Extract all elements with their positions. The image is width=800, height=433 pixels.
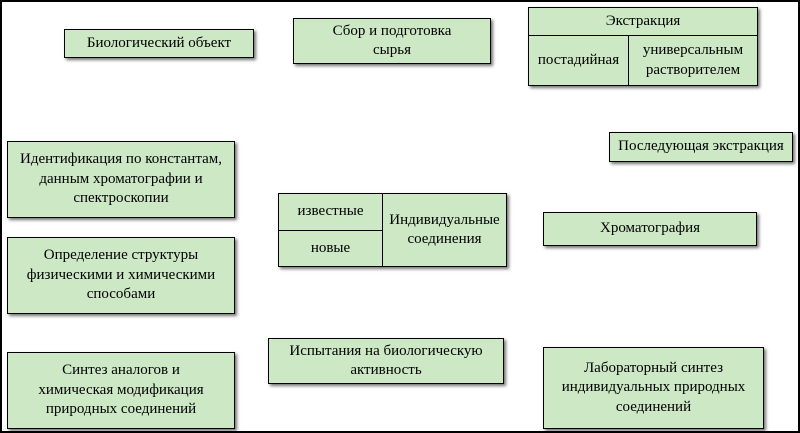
- box-bioactivity-testing: Испытания на биологическую активность: [268, 338, 504, 384]
- box-chromatography: Хроматография: [543, 212, 757, 246]
- box-individual-compounds: Индивидуальные соединения: [389, 211, 500, 248]
- box-universal-solvent: универсальным растворителем: [642, 42, 744, 78]
- box-known-compounds: известные: [279, 194, 382, 231]
- box-extraction-group: Экстракция постадийная универсальным рас…: [528, 7, 758, 86]
- box-identification: Идентификация по константам, данным хром…: [7, 141, 235, 218]
- box-lab-synthesis: Лабораторный синтез индивидуальных приро…: [543, 347, 764, 429]
- box-compounds-group: известные новые Индивидуальные соединени…: [278, 193, 507, 267]
- box-structure-determination: Определение структуры физическими и хими…: [7, 237, 235, 314]
- box-new-compounds: новые: [310, 239, 351, 256]
- box-subsequent-extraction: Последующая экстракция: [609, 132, 793, 162]
- box-biological-object: Биологический объект: [64, 29, 254, 58]
- box-stagewise: постадийная: [529, 36, 629, 85]
- box-raw-material-collection: Сбор и подготовка сырья: [293, 18, 491, 64]
- box-extraction: Экстракция: [529, 8, 757, 36]
- box-analog-synthesis: Синтез аналогов и химическая модификация…: [7, 352, 235, 429]
